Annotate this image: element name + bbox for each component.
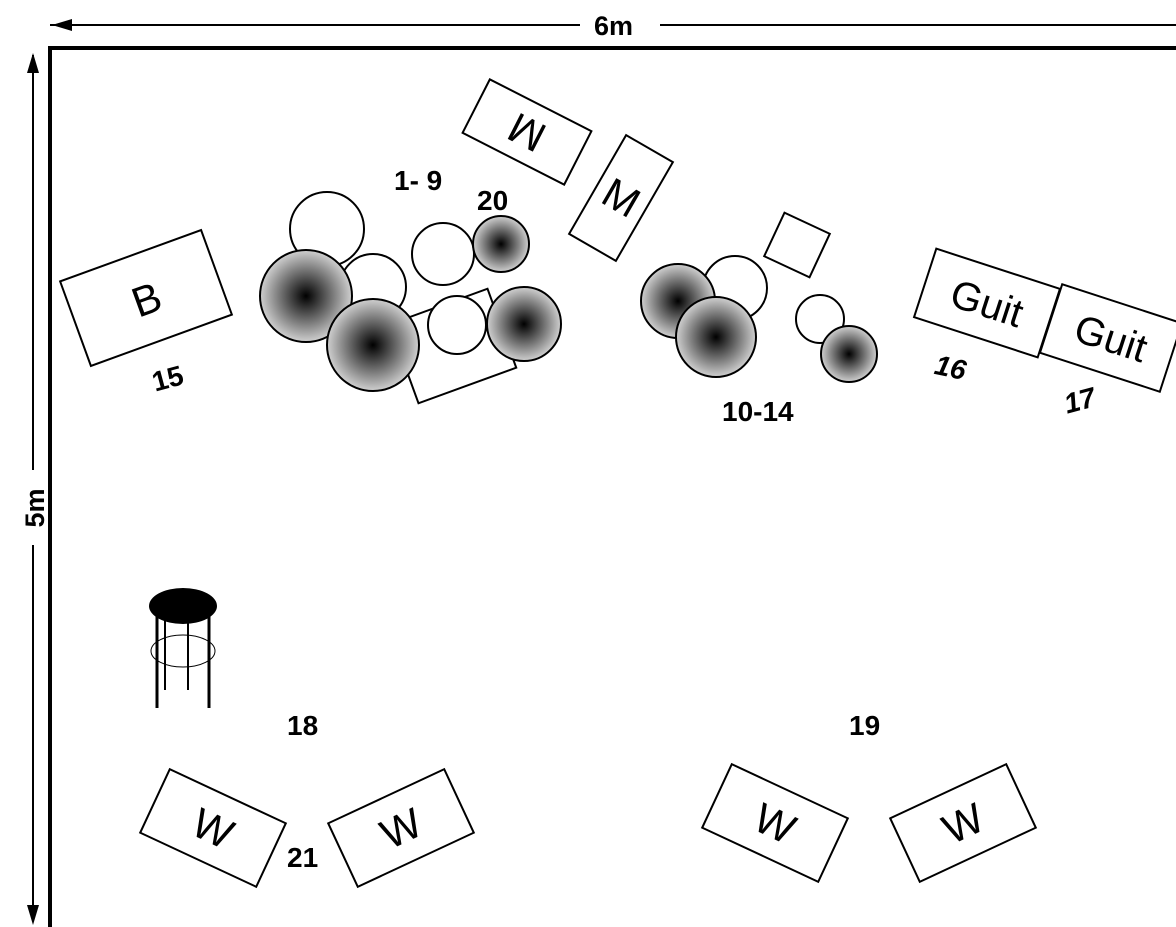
bass-amp: B	[58, 228, 234, 368]
label-1-9: 1- 9	[394, 165, 442, 196]
tom-drum	[259, 249, 353, 343]
label-16: 16	[932, 349, 969, 386]
floor-tom	[326, 298, 420, 392]
wedge-4: W	[888, 762, 1038, 884]
bongo	[820, 325, 878, 383]
small-box	[762, 211, 832, 279]
monitor-1: M	[461, 78, 593, 186]
monitor-2: M	[567, 133, 675, 263]
wedge-2: W	[326, 767, 476, 889]
drum-kit-left	[259, 191, 562, 405]
label-18: 18	[287, 710, 318, 741]
cymbal	[411, 222, 475, 286]
label-15: 15	[149, 360, 187, 398]
tom-drum	[486, 286, 562, 362]
height-label: 5m	[20, 488, 50, 527]
guitar-amp-1: Guit	[912, 247, 1062, 359]
wedge-1: W	[138, 767, 288, 889]
conga	[675, 296, 757, 378]
label-10-14: 10-14	[722, 396, 794, 427]
label-19: 19	[849, 710, 880, 741]
label-20: 20	[477, 185, 508, 216]
stage-outline	[48, 46, 1176, 927]
height-dimension: 5m	[20, 53, 50, 925]
guitar-amp-2: Guit	[1038, 283, 1176, 393]
width-dimension: 6m	[50, 11, 1176, 41]
percussion-right	[640, 211, 878, 383]
wedge-3: W	[700, 762, 850, 884]
cymbal	[427, 295, 487, 355]
label-21: 21	[287, 842, 318, 873]
width-label: 6m	[594, 11, 633, 41]
snare-drum	[472, 215, 530, 273]
label-17: 17	[1061, 381, 1100, 419]
stool	[149, 588, 217, 708]
